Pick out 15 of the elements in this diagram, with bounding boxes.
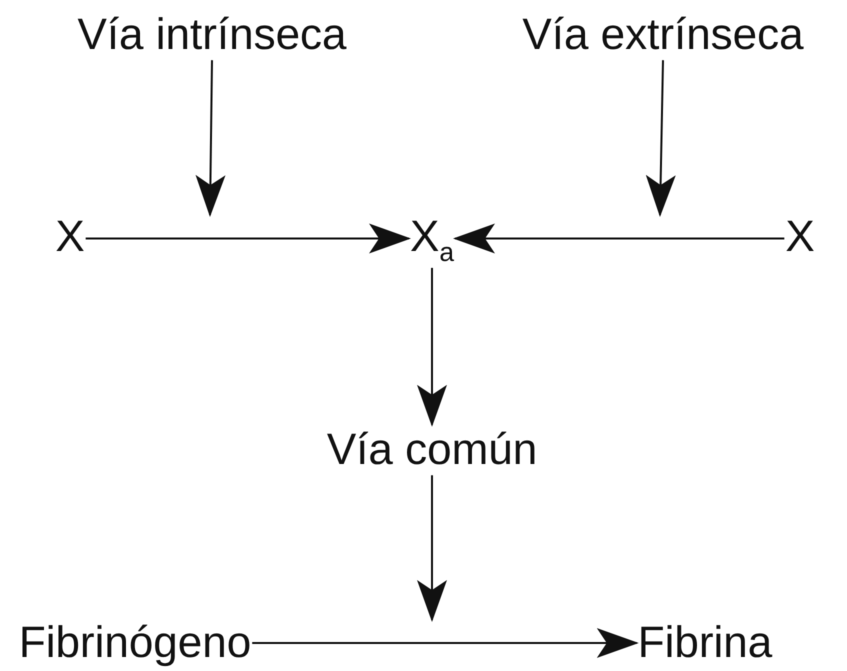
node-label: Vía extrínseca bbox=[522, 10, 804, 60]
arrow bbox=[646, 60, 676, 217]
node-label: Fibrinógeno bbox=[18, 618, 252, 668]
node-label: Fibrina bbox=[638, 618, 772, 668]
node-label: X bbox=[55, 212, 85, 262]
arrow bbox=[417, 475, 447, 622]
node-label: Vía común bbox=[326, 426, 538, 474]
node-label: Vía intrínseca bbox=[77, 10, 347, 60]
arrow bbox=[86, 224, 411, 254]
node-label: X bbox=[785, 212, 815, 262]
arrow bbox=[417, 268, 447, 427]
arrow bbox=[252, 628, 639, 658]
arrow bbox=[453, 224, 784, 254]
arrow bbox=[196, 60, 226, 217]
node-label: X$_{a}$ bbox=[410, 213, 454, 267]
